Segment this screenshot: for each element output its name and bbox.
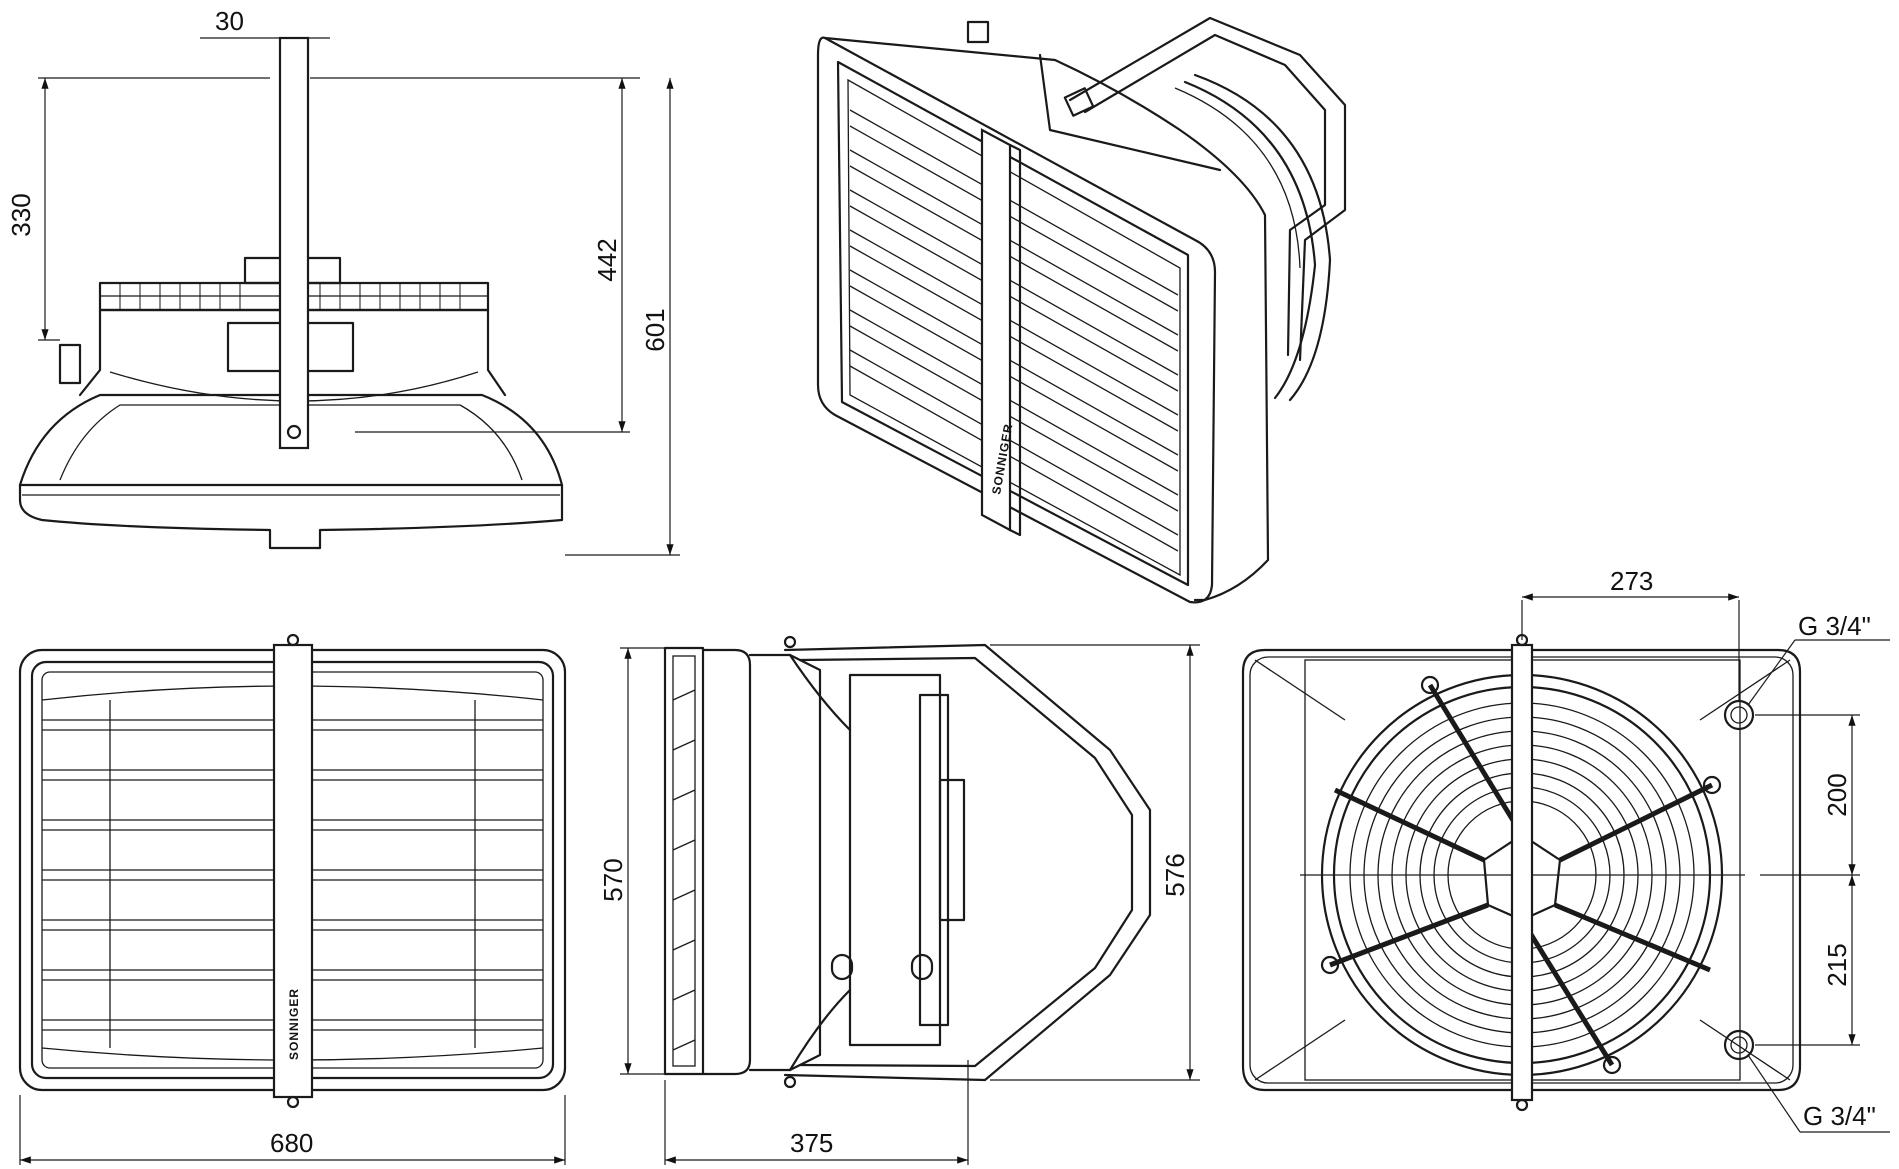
connection-lower-label: G 3/4" bbox=[1803, 1101, 1876, 1131]
rear-view: 273 200 215 G 3/4" G 3/4" bbox=[1241, 566, 1890, 1133]
dim-bracket-height: 330 bbox=[6, 193, 36, 236]
dim-pipe-lower: 215 bbox=[1822, 943, 1852, 986]
isometric-view: SONNIGER bbox=[816, 16, 1347, 604]
dim-mount-height: 442 bbox=[592, 238, 622, 281]
dim-side-height: 570 bbox=[598, 858, 628, 901]
dim-total-height: 601 bbox=[640, 308, 670, 351]
dim-front-width: 680 bbox=[270, 1128, 313, 1158]
front-view: SONNIGER 680 bbox=[18, 633, 567, 1165]
side-view: 570 576 375 bbox=[598, 635, 1200, 1165]
connection-upper-label: G 3/4" bbox=[1798, 611, 1871, 641]
dim-bracket-depth: 576 bbox=[1160, 853, 1190, 896]
brand-label-front: SONNIGER bbox=[287, 988, 301, 1060]
top-view: 30 330 442 601 bbox=[6, 6, 680, 556]
dim-pipe-spacing: 273 bbox=[1610, 566, 1653, 596]
dim-side-depth: 375 bbox=[790, 1128, 833, 1158]
dim-pipe-upper: 200 bbox=[1822, 773, 1852, 816]
dim-rod-offset: 30 bbox=[215, 6, 244, 36]
